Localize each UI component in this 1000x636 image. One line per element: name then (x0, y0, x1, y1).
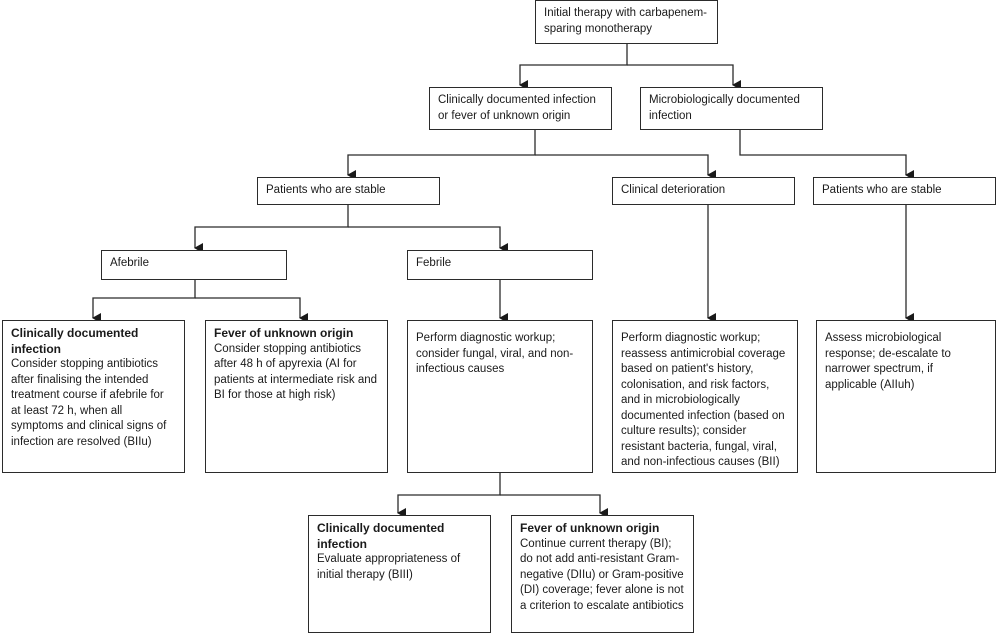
connector-afebrile-split (92, 280, 196, 323)
stable-right-box: Patients who are stable (813, 177, 996, 205)
febrile-fuo-heading: Fever of unknown origin (520, 521, 660, 535)
febrile-fuo-box: Fever of unknown origin Continue current… (511, 515, 694, 633)
stable-right-label: Patients who are stable (822, 184, 942, 196)
connector-to-afeb-fuo (195, 297, 308, 323)
connector-to-stable-left (347, 130, 536, 180)
connector-micro-split (739, 130, 914, 180)
stable-right-action-box: Assess microbiological response; de-esca… (816, 320, 996, 473)
micro-box: Microbiologically documented infection (640, 87, 823, 130)
connector-stable-split (194, 205, 349, 253)
clinical-box: Clinically documented infection or fever… (429, 87, 612, 130)
stable-left-box: Patients who are stable (257, 177, 440, 205)
root-label: Initial therapy with carbapenem-sparing … (544, 7, 707, 35)
afebrile-fuo-box: Fever of unknown origin Consider stoppin… (205, 320, 388, 473)
stable-right-action-text: Assess microbiological response; de-esca… (825, 332, 951, 391)
connector-workup-split (397, 473, 501, 518)
connector-to-feb-fuo (500, 494, 608, 518)
afebrile-fuo-text: Consider stopping antibiotics after 48 h… (214, 342, 378, 402)
deterioration-label: Clinical deterioration (621, 184, 726, 196)
root-box: Initial therapy with carbapenem-sparing … (535, 0, 718, 44)
febrile-label: Febrile (416, 257, 452, 269)
clinical-label: Clinically documented infection or fever… (438, 94, 596, 122)
febrile-box: Febrile (407, 250, 593, 280)
connector-root-split (519, 44, 628, 90)
febrile-workup-text: Perform diagnostic workup; consider fung… (416, 332, 574, 375)
febrile-cdi-text: Evaluate appropriateness of initial ther… (317, 553, 461, 581)
febrile-cdi-box: Clinically documented infection Evaluate… (308, 515, 491, 633)
deterioration-box: Clinical deterioration (612, 177, 795, 205)
afebrile-cdi-heading: Clinically documented infection (11, 326, 139, 356)
febrile-workup-box: Perform diagnostic workup; consider fung… (407, 320, 593, 473)
connector-to-febrile (348, 226, 508, 253)
micro-label: Microbiologically documented infection (649, 94, 800, 122)
deterioration-workup-box: Perform diagnostic workup; reassess anti… (612, 320, 798, 473)
febrile-fuo-text: Continue current therapy (BI); do not ad… (520, 537, 684, 612)
connector-to-deterioration (535, 154, 716, 180)
afebrile-cdi-text: Consider stopping antibiotics after fina… (11, 358, 167, 448)
stable-left-label: Patients who are stable (266, 184, 386, 196)
afebrile-cdi-box: Clinically documented infection Consider… (2, 320, 185, 473)
febrile-cdi-heading: Clinically documented infection (317, 521, 445, 551)
afebrile-box: Afebrile (101, 250, 287, 280)
deterioration-workup-text: Perform diagnostic workup; reassess anti… (621, 332, 786, 468)
connector-root-micro (627, 64, 741, 90)
afebrile-fuo-heading: Fever of unknown origin (214, 326, 354, 340)
afebrile-label: Afebrile (110, 257, 149, 269)
